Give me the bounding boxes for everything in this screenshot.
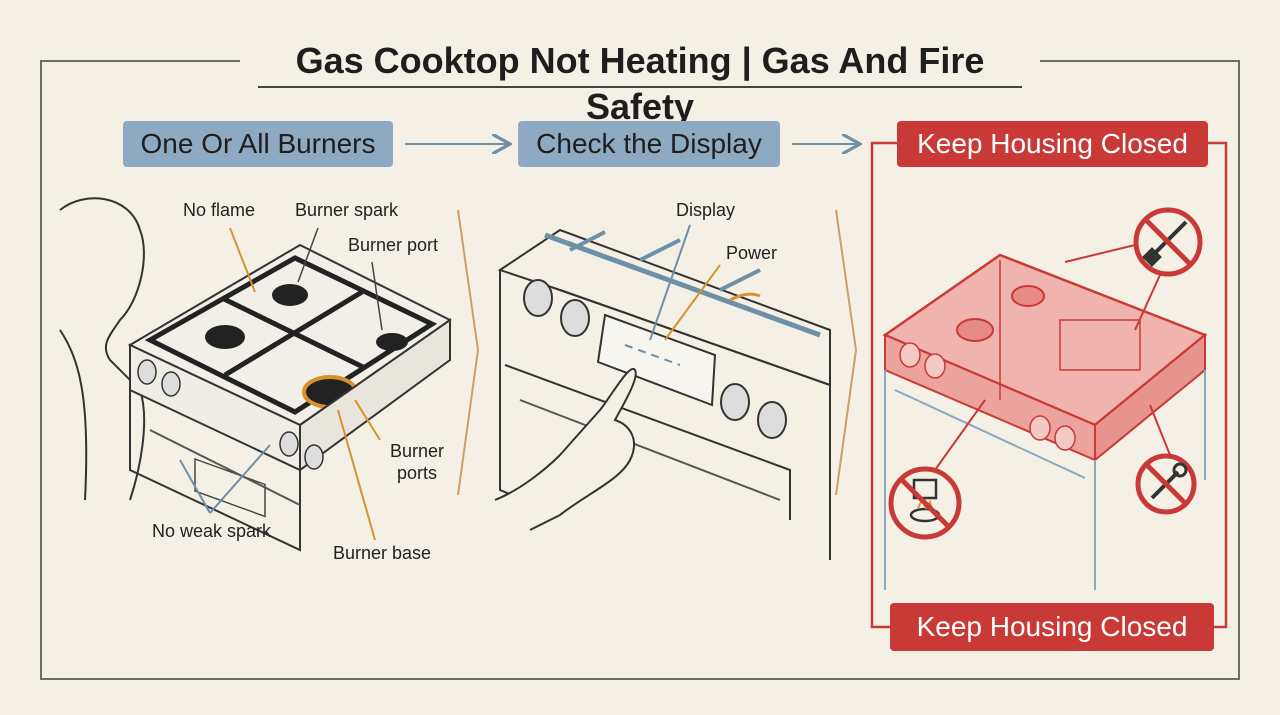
person-silhouette (59, 197, 146, 501)
title-background (240, 38, 1040, 90)
label-power: Power (726, 243, 778, 263)
label-burner-spark: Burner spark (295, 200, 399, 220)
title-underline (258, 86, 1022, 88)
pointing-hand (494, 367, 637, 531)
label-burner-port: Burner port (348, 235, 439, 255)
label-no-weak-spark: No weak spark (152, 521, 272, 541)
label-burner-ports-line2: ports (396, 463, 438, 483)
no-wrench-icon (1135, 453, 1197, 515)
separator-2 (835, 209, 858, 496)
label-display: Display (676, 200, 736, 220)
bottom-warning-banner: Keep Housing Closed (890, 603, 1214, 651)
label-burner-ports: Burner ports (382, 440, 452, 484)
step-3-warning-box: Keep Housing Closed (897, 121, 1208, 167)
panel2-illustration (494, 224, 831, 560)
panel1-illustration (59, 197, 452, 552)
page-title: Gas Cooktop Not Heating | Gas And Fire S… (295, 40, 985, 127)
label-burner-ports-line1: Burner (389, 441, 445, 461)
no-gas-valve-icon (888, 466, 962, 540)
warning-bracket (870, 141, 1228, 629)
label-burner-base: Burner base (333, 543, 432, 563)
no-screwdriver-icon (1133, 207, 1203, 277)
separator-1 (457, 209, 480, 496)
panel3-illustration (870, 141, 1228, 629)
label-no-flame: No flame (183, 200, 256, 220)
step-1-box: One Or All Burners (123, 121, 393, 167)
step-2-box: Check the Display (518, 121, 780, 167)
